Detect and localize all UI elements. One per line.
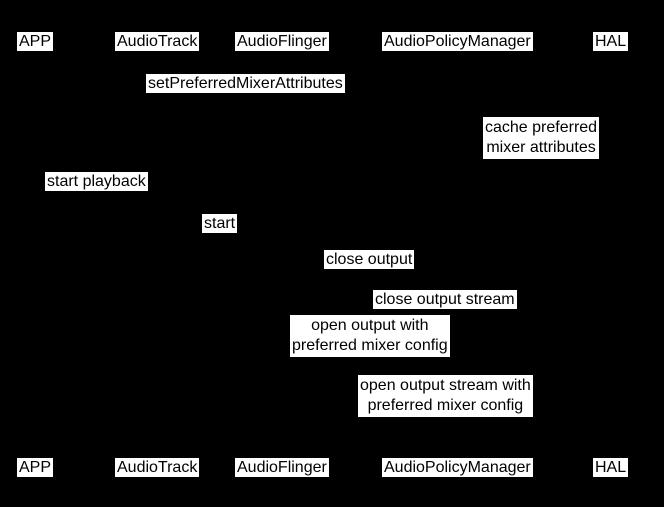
message-line: open output stream with	[360, 377, 531, 394]
participant-hal-bottom: HAL	[593, 458, 629, 477]
message-open-output-stream-with-preferred-mixer-config: open output stream with preferred mixer …	[358, 375, 533, 417]
message-open-output-with-preferred-mixer-config: open output with preferred mixer config	[290, 315, 450, 357]
participant-app-top: APP	[17, 32, 54, 51]
participant-audiotrack-bottom: AudioTrack	[115, 458, 200, 477]
message-line: cache preferred	[485, 119, 598, 136]
participant-app-bottom: APP	[17, 458, 54, 477]
message-close-output: close output	[324, 250, 415, 269]
message-line: mixer attributes	[486, 139, 596, 156]
message-line: preferred mixer config	[367, 397, 524, 414]
message-close-output-stream: close output stream	[373, 290, 517, 309]
participant-audiotrack-top: AudioTrack	[115, 32, 200, 51]
participant-hal-top: HAL	[593, 32, 629, 51]
message-line: open output with	[311, 317, 429, 334]
participant-audiopolicymanager-top: AudioPolicyManager	[382, 32, 533, 51]
message-start: start	[202, 214, 238, 233]
participant-audiopolicymanager-bottom: AudioPolicyManager	[382, 458, 533, 477]
participant-audioflinger-top: AudioFlinger	[235, 32, 329, 51]
message-line: preferred mixer config	[292, 337, 448, 354]
participant-audioflinger-bottom: AudioFlinger	[235, 458, 329, 477]
message-set-preferred-mixer-attributes: setPreferredMixerAttributes	[146, 74, 345, 93]
message-cache-preferred-mixer-attributes: cache preferred mixer attributes	[483, 117, 600, 159]
message-start-playback: start playback	[45, 172, 148, 191]
